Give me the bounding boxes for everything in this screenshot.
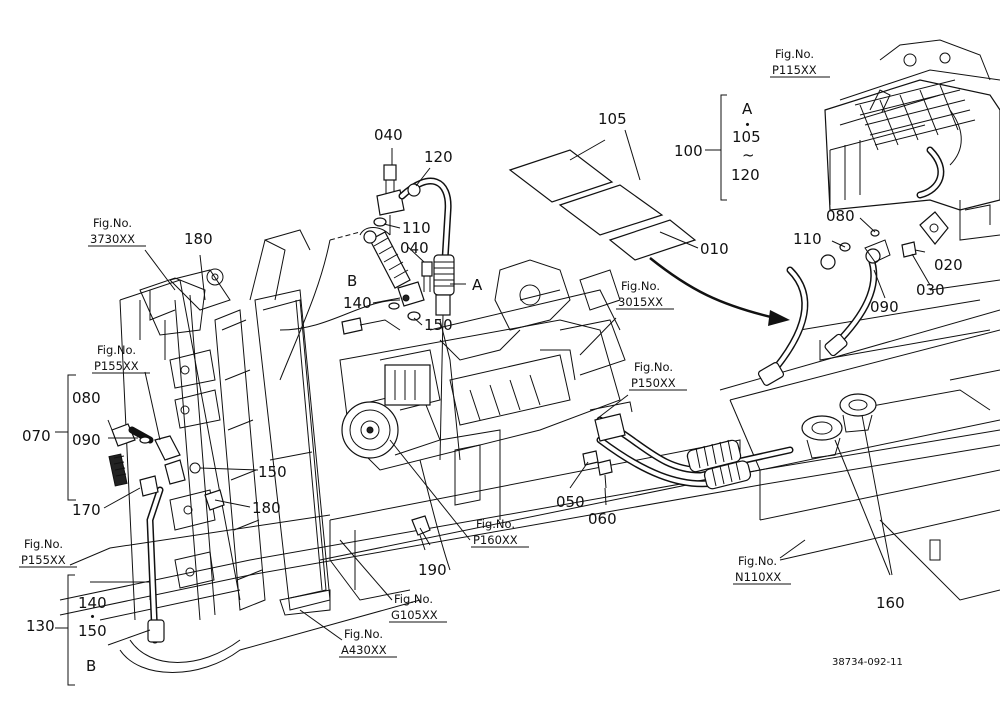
- label-120-top: 120: [424, 148, 453, 166]
- svg-text:P155XX: P155XX: [94, 359, 139, 373]
- label-080-left: 080: [72, 389, 101, 407]
- svg-text:3730XX: 3730XX: [90, 232, 135, 246]
- label-180-lower: 180: [252, 499, 281, 517]
- label-170: 170: [72, 501, 101, 519]
- figref-g105: Fig.No. G105XX: [389, 592, 447, 623]
- label-105-top: 105: [598, 110, 627, 128]
- hvac-unit: [824, 39, 1000, 241]
- upper-fittings: [108, 164, 949, 551]
- svg-text:Fig.No.: Fig.No.: [775, 47, 814, 61]
- label-b-mid: B: [347, 272, 357, 290]
- label-080-right: 080: [826, 207, 855, 225]
- figref-p150: Fig.No. P150XX: [629, 360, 687, 391]
- label-040-top: 040: [374, 126, 403, 144]
- svg-text:Fig.No.: Fig.No.: [24, 537, 63, 551]
- label-dot-left: ・: [85, 608, 100, 626]
- label-150-left: 150: [258, 463, 287, 481]
- figref-p155-lower: Fig.No. P155XX: [19, 537, 77, 568]
- figref-p115-top: Fig.No. P115XX: [770, 47, 830, 78]
- label-105-group: 105: [732, 128, 761, 146]
- figref-3730: Fig.No. 3730XX: [88, 216, 146, 247]
- label-070: 070: [22, 427, 51, 445]
- figure-references: Fig.No. P115XX Fig.No. 3730XX Fig.No. P1…: [19, 47, 830, 658]
- label-a-top: A: [742, 100, 753, 118]
- svg-text:P155XX: P155XX: [21, 553, 66, 567]
- label-110-left: 110: [402, 219, 431, 237]
- label-020: 020: [934, 256, 963, 274]
- label-130: 130: [26, 617, 55, 635]
- svg-text:P115XX: P115XX: [772, 63, 817, 77]
- label-140-mid: 140: [343, 294, 372, 312]
- label-b-left: B: [86, 657, 96, 675]
- label-dot-top: ・: [740, 116, 755, 134]
- svg-text:Fig.No.: Fig.No.: [634, 360, 673, 374]
- label-040-mid: 040: [400, 239, 429, 257]
- label-090-left: 090: [72, 431, 101, 449]
- label-150-mid: 150: [424, 316, 453, 334]
- label-140-left: 140: [78, 594, 107, 612]
- label-060: 060: [588, 510, 617, 528]
- figref-n110: Fig.No. N110XX: [733, 554, 791, 585]
- label-150-lower: 150: [78, 622, 107, 640]
- label-100: 100: [674, 142, 703, 160]
- bellows-2: [703, 460, 752, 490]
- label-010: 010: [700, 240, 729, 258]
- label-180-top: 180: [184, 230, 213, 248]
- document-code: 38734-092-11: [832, 657, 903, 668]
- direction-arrow: [649, 257, 790, 326]
- label-a-mid: A: [472, 276, 483, 294]
- label-120-group: 120: [731, 166, 760, 184]
- figref-3015: Fig.No. 3015XX: [616, 279, 674, 310]
- svg-text:G105XX: G105XX: [391, 608, 438, 622]
- svg-text:Fig.No.: Fig.No.: [394, 592, 433, 606]
- condenser-assembly: [99, 229, 331, 621]
- label-160: 160: [876, 594, 905, 612]
- svg-text:Fig.No.: Fig.No.: [93, 216, 132, 230]
- figref-p155-upper: Fig.No. P155XX: [92, 343, 150, 374]
- figref-p160: Fig.No. P160XX: [471, 517, 529, 548]
- label-050: 050: [556, 493, 585, 511]
- frame-structure: [59, 279, 1000, 616]
- group-brackets: [55, 94, 727, 686]
- svg-text:P150XX: P150XX: [631, 376, 676, 390]
- engine-block: [339, 259, 626, 471]
- part-labels: 040 120 110 040 B A 140 150 105 010 100 …: [22, 100, 963, 675]
- filter-pads: [508, 149, 697, 261]
- label-030: 030: [916, 281, 945, 299]
- svg-text:A430XX: A430XX: [341, 643, 387, 657]
- leader-lines: [69, 129, 931, 646]
- figref-a430: Fig.No. A430XX: [339, 627, 397, 658]
- label-090-right: 090: [870, 298, 899, 316]
- svg-text:Fig.No.: Fig.No.: [476, 517, 515, 531]
- svg-text:P160XX: P160XX: [473, 533, 518, 547]
- svg-text:Fig.No.: Fig.No.: [344, 627, 383, 641]
- svg-text:Fig.No.: Fig.No.: [97, 343, 136, 357]
- label-190: 190: [418, 561, 447, 579]
- label-110-right: 110: [793, 230, 822, 248]
- label-tilde: ~: [742, 146, 755, 164]
- svg-text:3015XX: 3015XX: [618, 295, 663, 309]
- svg-text:N110XX: N110XX: [735, 570, 781, 584]
- refrigerant-hoses: [119, 239, 891, 673]
- svg-text:Fig.No.: Fig.No.: [621, 279, 660, 293]
- svg-text:Fig.No.: Fig.No.: [738, 554, 777, 568]
